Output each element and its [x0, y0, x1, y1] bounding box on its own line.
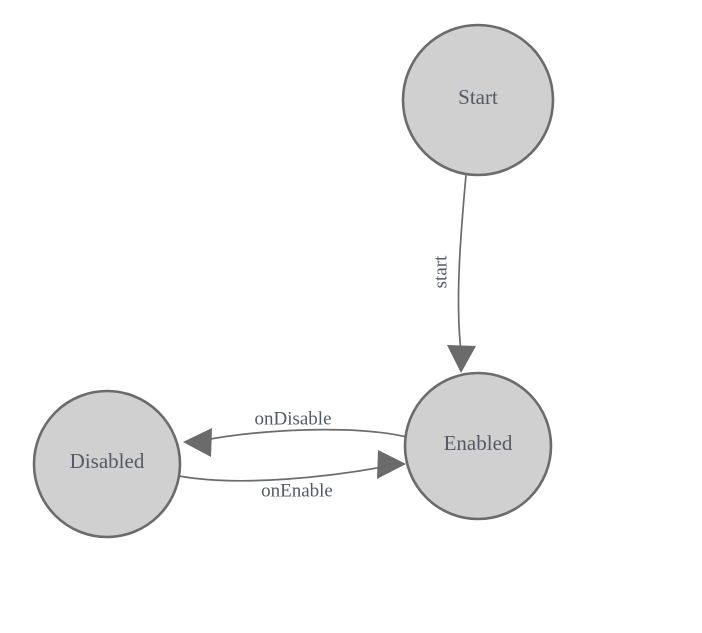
edge-start-to-enabled[interactable]: start: [430, 174, 476, 373]
edge-disabled-to-enabled[interactable]: onEnable: [178, 450, 406, 501]
state-node-start[interactable]: Start: [401, 23, 555, 177]
edge-disabled-to-enabled-path: [178, 465, 389, 482]
state-node-disabled[interactable]: Disabled: [32, 389, 182, 539]
edge-start-to-enabled-path: [457, 174, 467, 352]
edge-disabled-to-enabled-arrowhead-icon: [377, 450, 406, 479]
state-node-start-circle: [401, 23, 555, 177]
edge-start-to-enabled-arrowhead-icon: [447, 345, 476, 373]
state-node-start-label: Start: [458, 85, 498, 109]
edge-disabled-to-enabled-label: onEnable: [261, 480, 333, 501]
state-node-disabled-label: Disabled: [70, 449, 145, 473]
edge-enabled-to-disabled-label: onDisable: [254, 408, 331, 429]
edge-enabled-to-disabled-path: [199, 428, 408, 442]
edge-enabled-to-disabled-arrowhead-icon: [183, 428, 212, 457]
state-node-enabled[interactable]: Enabled: [403, 371, 553, 521]
state-node-enabled-circle: [403, 371, 553, 521]
edge-start-to-enabled-label: start: [430, 255, 451, 288]
state-node-enabled-label: Enabled: [444, 431, 513, 455]
state-node-disabled-circle: [32, 389, 182, 539]
edge-enabled-to-disabled[interactable]: onDisable: [183, 408, 408, 457]
